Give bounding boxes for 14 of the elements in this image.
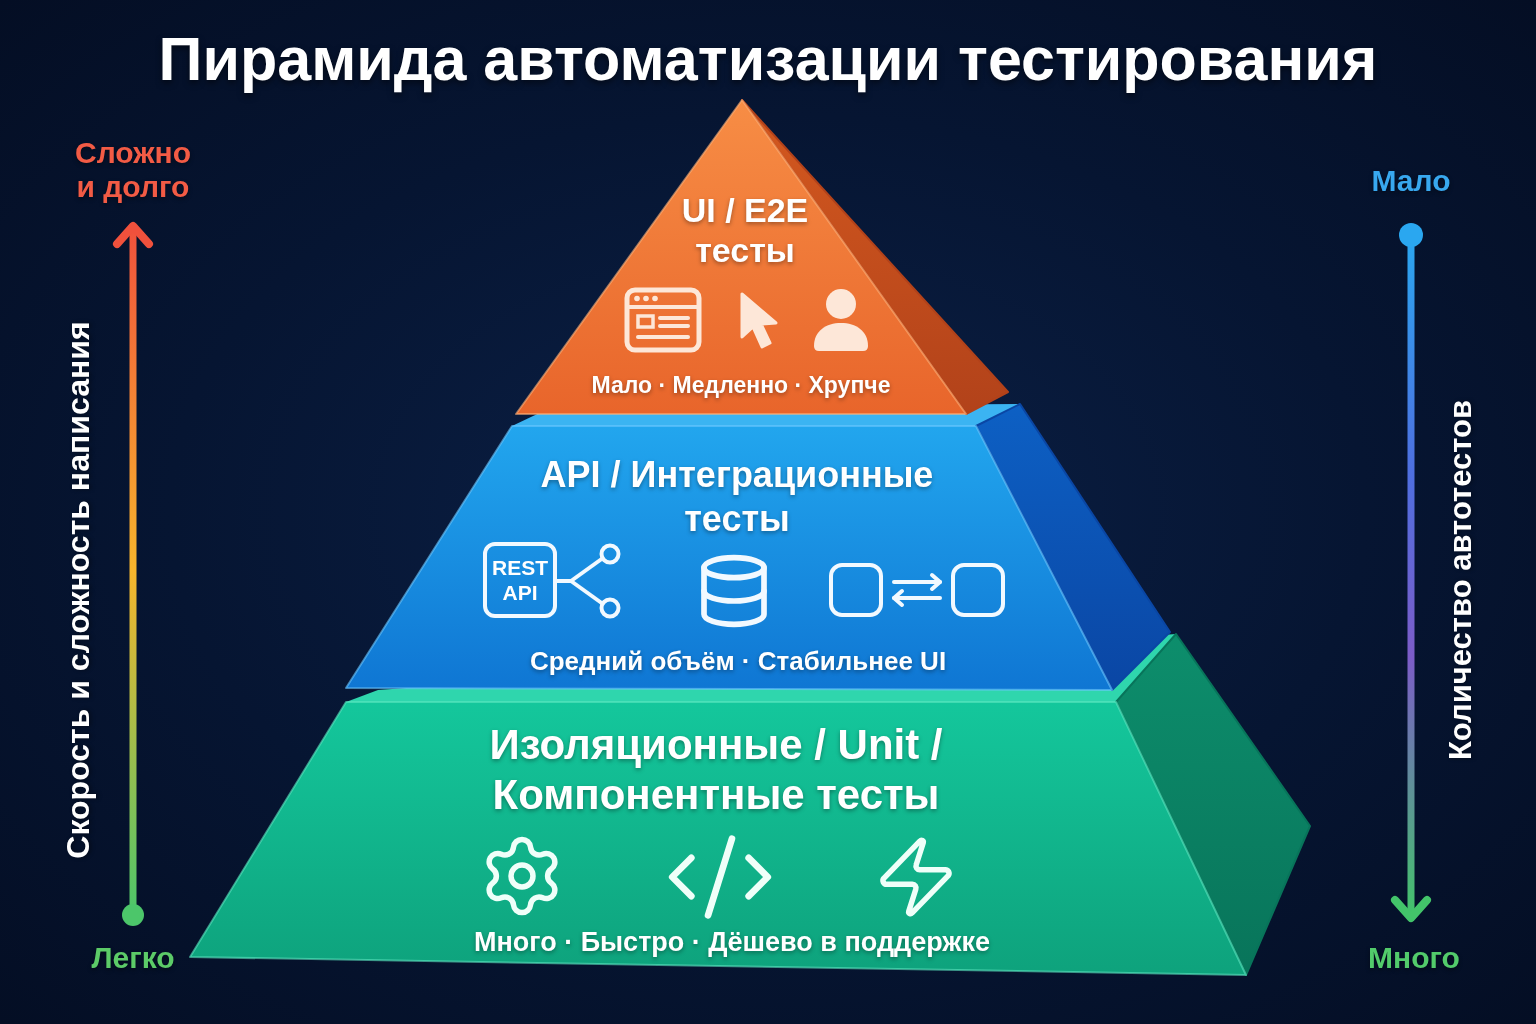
tier-caption: Много · Быстро · Дёшево в поддержке (473, 926, 991, 958)
api-tag: REST API (483, 542, 557, 618)
tier-title: Изоляционные / Unit / Компонентные тесты (488, 720, 944, 820)
tier-caption: Мало · Медленно · Хрупче (590, 371, 892, 400)
axis-end-label: Много (1367, 940, 1461, 976)
tier-title: API / Интеграционные тесты (539, 453, 935, 541)
axis-end-label: Легко (90, 940, 176, 976)
diagram-title: Пирамида автоматизации тестирования (157, 24, 1379, 94)
axis-title: Количество автотестов (1442, 399, 1479, 761)
axis-title: Скорость и сложность написания (59, 321, 97, 859)
tier-title: UI / E2E тесты (680, 190, 810, 270)
tier-caption: Средний объём · Стабильнее UI (528, 645, 948, 677)
axis-end-label: Сложно и долго (74, 136, 192, 204)
axis-end-label: Мало (1370, 163, 1452, 199)
